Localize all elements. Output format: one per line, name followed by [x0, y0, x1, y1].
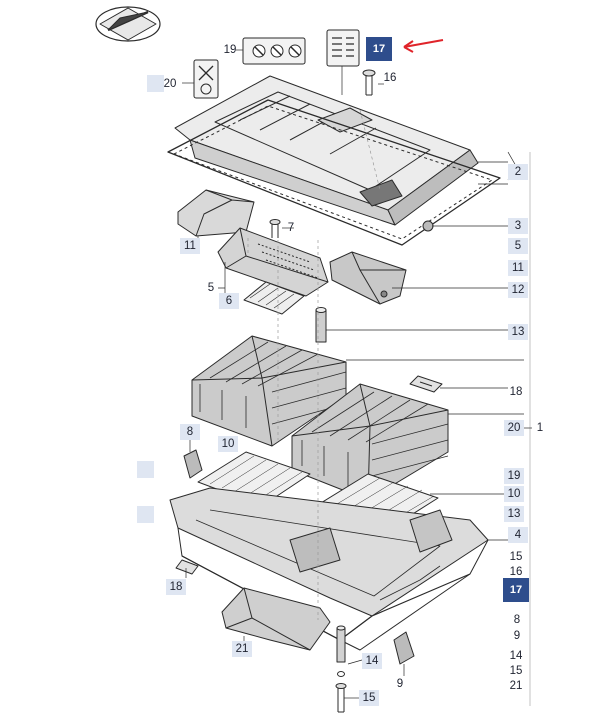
callout-15[interactable]: 15 [359, 690, 379, 706]
callout-12[interactable]: 12 [508, 282, 528, 298]
callout-11-left[interactable]: 11 [180, 238, 200, 254]
callout-9-list[interactable]: 9 [513, 630, 521, 642]
callout-20-right[interactable]: 20 [504, 420, 524, 436]
leader-lines [182, 49, 532, 706]
tray-4 [169, 487, 489, 651]
plate-18-lower [175, 559, 199, 575]
callout-20-top[interactable]: 20 [163, 78, 177, 90]
control-module-5 [217, 227, 329, 297]
label-plate-20 [193, 59, 219, 99]
callout-21-list[interactable]: 21 [509, 680, 523, 692]
guard-21 [221, 587, 331, 651]
callout-8-list[interactable]: 8 [513, 614, 521, 626]
orientation-icon [95, 6, 161, 42]
callout-10-left[interactable]: 10 [218, 436, 238, 452]
spacer-13 [315, 307, 327, 343]
pad-6 [243, 281, 305, 315]
callout-15-list[interactable]: 15 [509, 551, 523, 563]
callout-4[interactable]: 4 [508, 527, 528, 543]
foot-8 [183, 449, 203, 479]
label-plate-19 [242, 37, 306, 65]
callout-blank-20 [147, 75, 164, 92]
seal-2 [167, 99, 501, 246]
callout-18-lower[interactable]: 18 [166, 579, 186, 595]
screw-7 [269, 219, 281, 238]
callout-16-top[interactable]: 16 [383, 72, 397, 84]
callout-13-right[interactable]: 13 [504, 506, 524, 522]
grommet-3 [422, 220, 434, 232]
selection-arrow [403, 39, 444, 53]
callout-1[interactable]: 1 [536, 422, 544, 434]
housing-12 [329, 251, 407, 305]
callout-19-right[interactable]: 19 [504, 468, 524, 484]
foot-9 [393, 631, 415, 665]
construction-lines [247, 109, 381, 620]
callout-21-left[interactable]: 21 [232, 641, 252, 657]
plate-18-upper [409, 375, 443, 393]
label-plate-17 [326, 29, 360, 67]
callout-11-right[interactable]: 11 [508, 260, 528, 276]
callout-16-list[interactable]: 16 [509, 566, 523, 578]
pin-14 [336, 625, 346, 677]
callout-19-top[interactable]: 19 [223, 44, 237, 56]
bolt-16 [362, 69, 376, 96]
callout-6[interactable]: 6 [219, 293, 239, 309]
callout-13-upper[interactable]: 13 [508, 324, 528, 340]
callout-2[interactable]: 2 [508, 164, 528, 180]
callout-17-selected-top[interactable]: 17 [366, 37, 392, 61]
callout-5-left[interactable]: 5 [207, 282, 215, 294]
callout-14[interactable]: 14 [362, 653, 382, 669]
callout-14-list[interactable]: 14 [509, 650, 523, 662]
callout-blank-2 [137, 506, 154, 523]
callout-5-right[interactable]: 5 [508, 238, 528, 254]
callout-blank-1 [137, 461, 154, 478]
callout-15-list-2[interactable]: 15 [509, 665, 523, 677]
callout-3[interactable]: 3 [508, 218, 528, 234]
callout-18-upper[interactable]: 18 [509, 386, 523, 398]
callout-8-top[interactable]: 8 [180, 424, 200, 440]
callout-10-right[interactable]: 10 [504, 486, 524, 502]
callout-7[interactable]: 7 [287, 222, 295, 234]
callout-17-selected-list[interactable]: 17 [503, 578, 529, 602]
bolt-15 [335, 683, 347, 713]
callout-9[interactable]: 9 [396, 678, 404, 690]
